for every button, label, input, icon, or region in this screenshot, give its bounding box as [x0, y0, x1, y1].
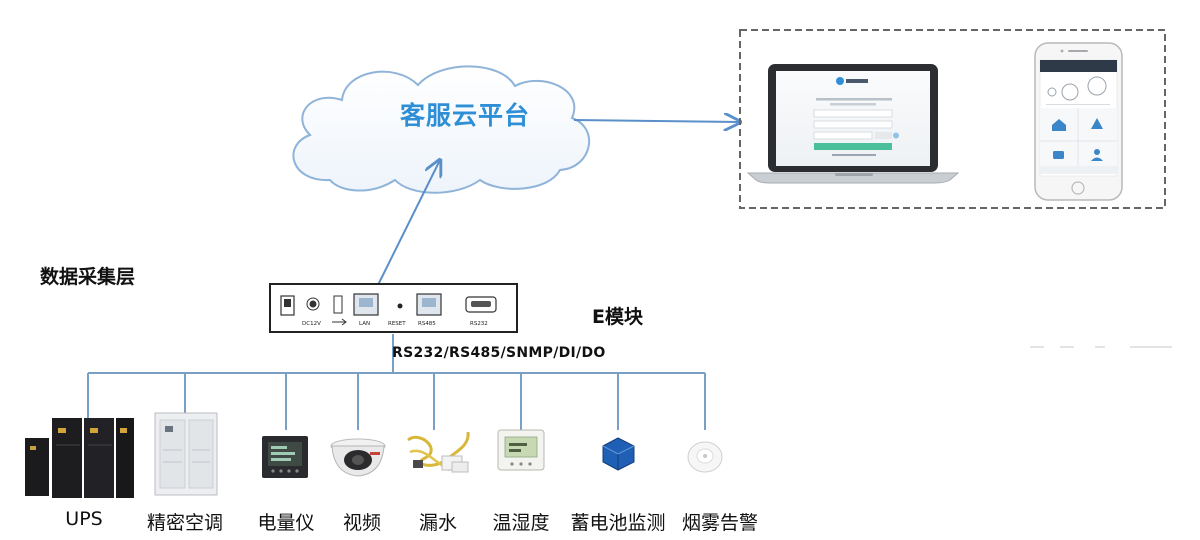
cloud-shape [292, 65, 590, 194]
port-label-rs485: RS485 [418, 321, 436, 327]
port-label-lan: LAN [359, 321, 370, 327]
device-label-temp-humidity: 温湿度 [492, 512, 550, 534]
port-label-reset: RESET [388, 321, 406, 327]
phone-image [1034, 42, 1123, 201]
device-label-power-meter: 电量仪 [257, 512, 315, 534]
precision-ac-image [154, 412, 218, 496]
power-meter-image [262, 436, 308, 478]
module-to-cloud-arrow [377, 160, 440, 286]
device-label-smoke-alarm: 烟雾告警 [681, 512, 759, 534]
data-collection-layer-label: 数据采集层 [40, 266, 136, 288]
laptop-image [746, 64, 960, 184]
device-label-water-leak: 漏水 [418, 512, 458, 534]
device-label-battery-monitor: 蓄电池监测 [570, 512, 666, 534]
camera-image [330, 438, 386, 477]
battery-monitor-image [602, 437, 635, 471]
port-label-rs232: RS232 [470, 321, 488, 327]
device-label-precision-ac: 精密空调 [146, 512, 224, 534]
protocol-label: RS232/RS485/SNMP/DI/DO [392, 345, 606, 361]
port-label-dc12v: DC12V [302, 321, 321, 327]
device-label-video: 视频 [342, 512, 382, 534]
cloud-to-clients-arrow [573, 120, 740, 122]
ups-image [25, 418, 134, 498]
e-module-label: E模块 [592, 306, 643, 328]
cloud-platform-title: 客服云平台 [400, 101, 531, 130]
temperature-humidity-sensor-image [497, 429, 545, 471]
client-devices-box [739, 29, 1166, 209]
water-leak-sensor-image [407, 431, 470, 473]
e-module-device: DC12V LAN RESET RS485 RS232 [269, 283, 518, 333]
bus-lines [87, 334, 706, 430]
smoke-detector-image [687, 441, 723, 473]
device-label-ups: UPS [65, 508, 103, 530]
